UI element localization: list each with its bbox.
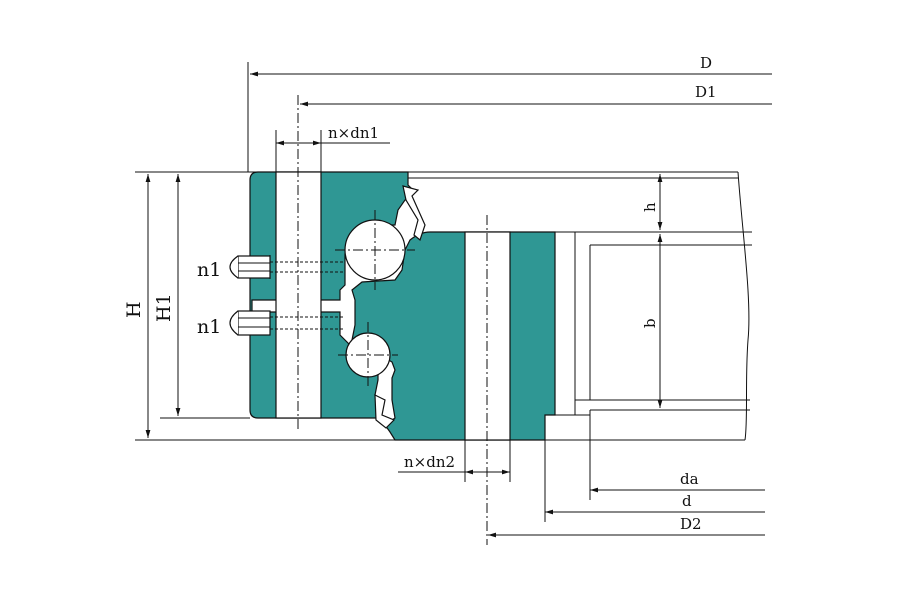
label-H1: H1 <box>153 293 175 322</box>
label-nxdn1: n×dn1 <box>328 124 379 142</box>
dimension-D2: D2 <box>488 515 765 538</box>
label-b: b <box>641 318 659 328</box>
dimension-H: H <box>123 174 151 438</box>
dimension-b: b <box>641 234 663 408</box>
outline-lines <box>135 171 752 441</box>
seals <box>374 185 426 429</box>
label-D1: D1 <box>695 83 717 101</box>
dimension-H1: H1 <box>153 174 181 416</box>
label-n1-upper: n1 <box>197 259 221 281</box>
rolling-elements <box>335 210 415 388</box>
dimension-d: d <box>544 440 765 522</box>
dimension-D: D <box>247 54 772 172</box>
label-nxdn2: n×dn2 <box>404 453 455 471</box>
label-d: d <box>682 492 692 510</box>
label-h: h <box>641 202 659 212</box>
fastener-bolt-lower <box>229 310 345 336</box>
label-n1-lower: n1 <box>197 316 221 338</box>
dimension-nxdn2: n×dn2 <box>398 440 511 482</box>
dimension-da: da <box>589 410 765 500</box>
inner-ring <box>351 215 556 545</box>
label-D: D <box>700 54 712 72</box>
dimension-nxdn1: n×dn1 <box>275 124 390 172</box>
dimension-h: h <box>641 174 663 230</box>
label-H: H <box>123 301 145 318</box>
fastener-bolt-upper <box>229 255 345 279</box>
label-D2: D2 <box>680 515 702 533</box>
label-da: da <box>680 470 699 488</box>
dimension-D1: D1 <box>300 83 772 107</box>
